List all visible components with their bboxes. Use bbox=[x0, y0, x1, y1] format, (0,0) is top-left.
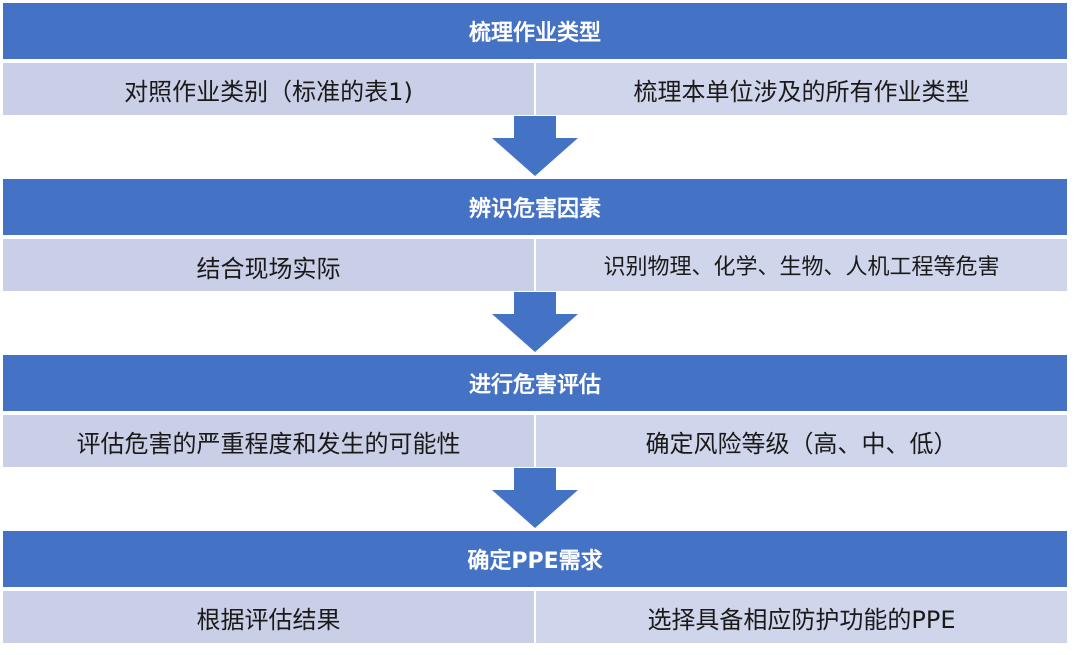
step-2-left-cell: 结合现场实际 bbox=[2, 238, 535, 292]
step-3-right-cell: 确定风险等级（高、中、低） bbox=[535, 414, 1068, 468]
step-3-header: 进行危害评估 bbox=[2, 354, 1068, 412]
step-1-left-cell: 对照作业类别（标准的表1) bbox=[2, 62, 535, 116]
down-arrow-icon bbox=[492, 116, 578, 176]
step-4-header: 确定PPE需求 bbox=[2, 530, 1068, 588]
step-4-title: 确定PPE需求 bbox=[467, 549, 603, 574]
step-4-row: 根据评估结果 选择具备相应防护功能的PPE bbox=[2, 590, 1068, 644]
step-2-right-text: 识别物理、化学、生物、人机工程等危害 bbox=[603, 255, 1000, 280]
step-4-left-cell: 根据评估结果 bbox=[2, 590, 535, 644]
step-2-row: 结合现场实际 识别物理、化学、生物、人机工程等危害 bbox=[2, 238, 1068, 292]
down-arrow-icon bbox=[492, 292, 578, 352]
step-1-right-cell: 梳理本单位涉及的所有作业类型 bbox=[535, 62, 1068, 116]
step-4-right-cell: 选择具备相应防护功能的PPE bbox=[535, 590, 1068, 644]
step-3-right-text: 确定风险等级（高、中、低） bbox=[645, 429, 958, 458]
step-1-header: 梳理作业类型 bbox=[2, 2, 1068, 60]
step-1-title: 梳理作业类型 bbox=[468, 21, 601, 46]
step-3-title: 进行危害评估 bbox=[468, 373, 601, 398]
step-2-left-text: 结合现场实际 bbox=[196, 255, 341, 283]
step-4-left-text: 根据评估结果 bbox=[196, 605, 341, 634]
step-3-row: 评估危害的严重程度和发生的可能性 确定风险等级（高、中、低） bbox=[2, 414, 1068, 468]
step-4-right-text: 选择具备相应防护功能的PPE bbox=[647, 605, 956, 634]
step-1-right-text: 梳理本单位涉及的所有作业类型 bbox=[633, 77, 970, 106]
step-3-left-cell: 评估危害的严重程度和发生的可能性 bbox=[2, 414, 535, 468]
step-1-left-text: 对照作业类别（标准的表1) bbox=[124, 77, 413, 106]
step-2-right-cell: 识别物理、化学、生物、人机工程等危害 bbox=[535, 238, 1068, 292]
down-arrow-icon bbox=[492, 468, 578, 528]
step-1-row: 对照作业类别（标准的表1) 梳理本单位涉及的所有作业类型 bbox=[2, 62, 1068, 116]
step-2-title: 辨识危害因素 bbox=[468, 197, 601, 222]
step-3-left-text: 评估危害的严重程度和发生的可能性 bbox=[76, 429, 461, 458]
step-2-header: 辨识危害因素 bbox=[2, 178, 1068, 236]
